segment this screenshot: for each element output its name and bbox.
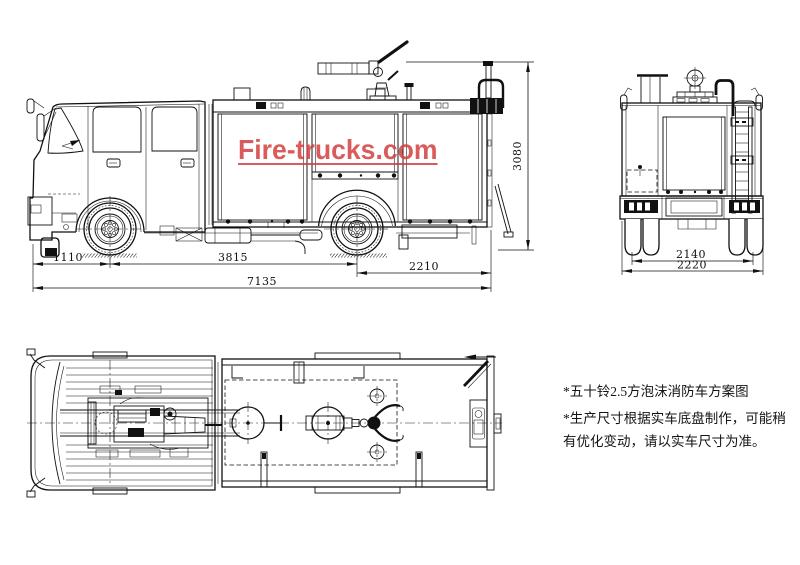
rear-wheels: [624, 219, 764, 256]
side-dimensions: 1110 3815 2210 7135 3080: [32, 61, 534, 292]
dim-front-overhang: 1110: [53, 251, 83, 264]
shutter-right: [402, 113, 483, 221]
bolt-circle-bottom: [367, 442, 387, 462]
beacon-light: [300, 86, 311, 101]
ground-hatch-front: [82, 253, 137, 258]
water-monitor-side: [317, 40, 409, 101]
rear-step-plate: [401, 224, 458, 239]
ground-hatch-rear: [330, 253, 387, 258]
engine-plan: [87, 385, 222, 458]
rear-handrail-side: [477, 78, 505, 108]
dim-wheelbase: 3815: [218, 251, 248, 264]
top-view: [26, 348, 502, 498]
cab-plan: [26, 348, 240, 498]
body-side: [212, 99, 493, 228]
rear-ladder: [730, 100, 756, 214]
chassis-details: [144, 183, 514, 254]
roof-equipment: [233, 40, 505, 114]
rear-wheel: [323, 195, 391, 263]
manhole-2-monitor: [305, 402, 404, 444]
dim-overall-width: 2220: [677, 259, 707, 272]
rear-pipe: [714, 79, 735, 116]
note-line-1: *五十铃2.5方泡沫消防车方案图: [563, 384, 749, 399]
dim-overall-height: 3080: [511, 141, 524, 171]
dim-rear-inner-width: 2140: [676, 248, 706, 261]
note-line-2: *生产尺寸根据实车底盘制作，可能稍: [563, 411, 786, 426]
website-watermark: Fire-trucks.com: [238, 134, 438, 165]
shutter-left: [217, 113, 308, 221]
front-wheel: [76, 195, 144, 263]
dim-total-length: 7135: [247, 275, 277, 288]
rear-dimensions: 2140 2220: [621, 221, 764, 275]
spec-notes: *五十铃2.5方泡沫消防车方案图 *生产尺寸根据实车底盘制作，可能稍 有优化变动…: [563, 380, 798, 453]
rear-shutter: [662, 116, 726, 191]
tank-outline: [224, 379, 398, 466]
dim-rear-overhang: 2210: [409, 260, 439, 273]
cab-side: [26, 98, 213, 258]
manhole-1: [229, 402, 283, 444]
bolt-circle-top: [367, 386, 387, 406]
side-view: [26, 40, 514, 263]
rear-view: 2140 2220: [619, 67, 764, 275]
water-monitor-rear: [672, 67, 718, 104]
body-plan: [221, 352, 502, 494]
rear-bumper: [619, 195, 764, 220]
note-line-3: 有优化变动，请以实车尺寸为准。: [563, 434, 766, 449]
